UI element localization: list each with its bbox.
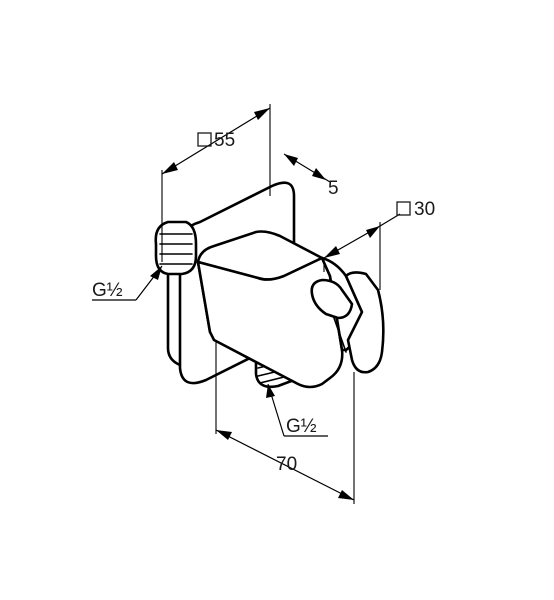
dimension-line: [215, 429, 355, 501]
dim-55-label: 55: [214, 130, 235, 151]
holder-slot-line: [333, 317, 347, 353]
arrowhead: [284, 154, 298, 166]
arrowhead: [366, 226, 380, 238]
holder-bottom-edge: [213, 339, 299, 385]
square-symbol: [197, 132, 212, 147]
rear-inlet-thread: [154, 220, 198, 276]
thread-label-rear: G½: [92, 265, 163, 301]
thread-label-bottom: G½: [266, 383, 328, 437]
arrowhead: [324, 246, 340, 258]
arrowhead: [254, 108, 270, 120]
holder-hose-opening: [310, 278, 354, 320]
dimension-55: 55: [161, 104, 271, 262]
dimension-30: 30: [323, 199, 435, 290]
bottom-thread-label: G½: [286, 416, 317, 437]
holder-front-face: [196, 256, 344, 389]
square-symbol: [396, 201, 411, 216]
arrowhead: [338, 490, 354, 500]
arrowhead: [162, 162, 178, 174]
leader-line: [379, 213, 401, 227]
dim-30-label: 30: [414, 199, 435, 220]
arrowhead: [266, 384, 275, 398]
dim-5-label: 5: [328, 178, 339, 199]
dimension-70: 70: [215, 340, 355, 504]
holder-cradle-right-arm: [344, 271, 385, 374]
dim-70-label: 70: [276, 454, 297, 475]
dimension-line: [161, 107, 271, 175]
rear-inlet-body: [154, 220, 198, 276]
arrowhead: [312, 168, 326, 180]
holder-body: [196, 230, 385, 389]
rear-thread-label: G½: [92, 280, 123, 301]
arrowhead: [216, 430, 232, 440]
arrowhead: [150, 266, 162, 280]
dimension-5: 5: [283, 153, 339, 199]
